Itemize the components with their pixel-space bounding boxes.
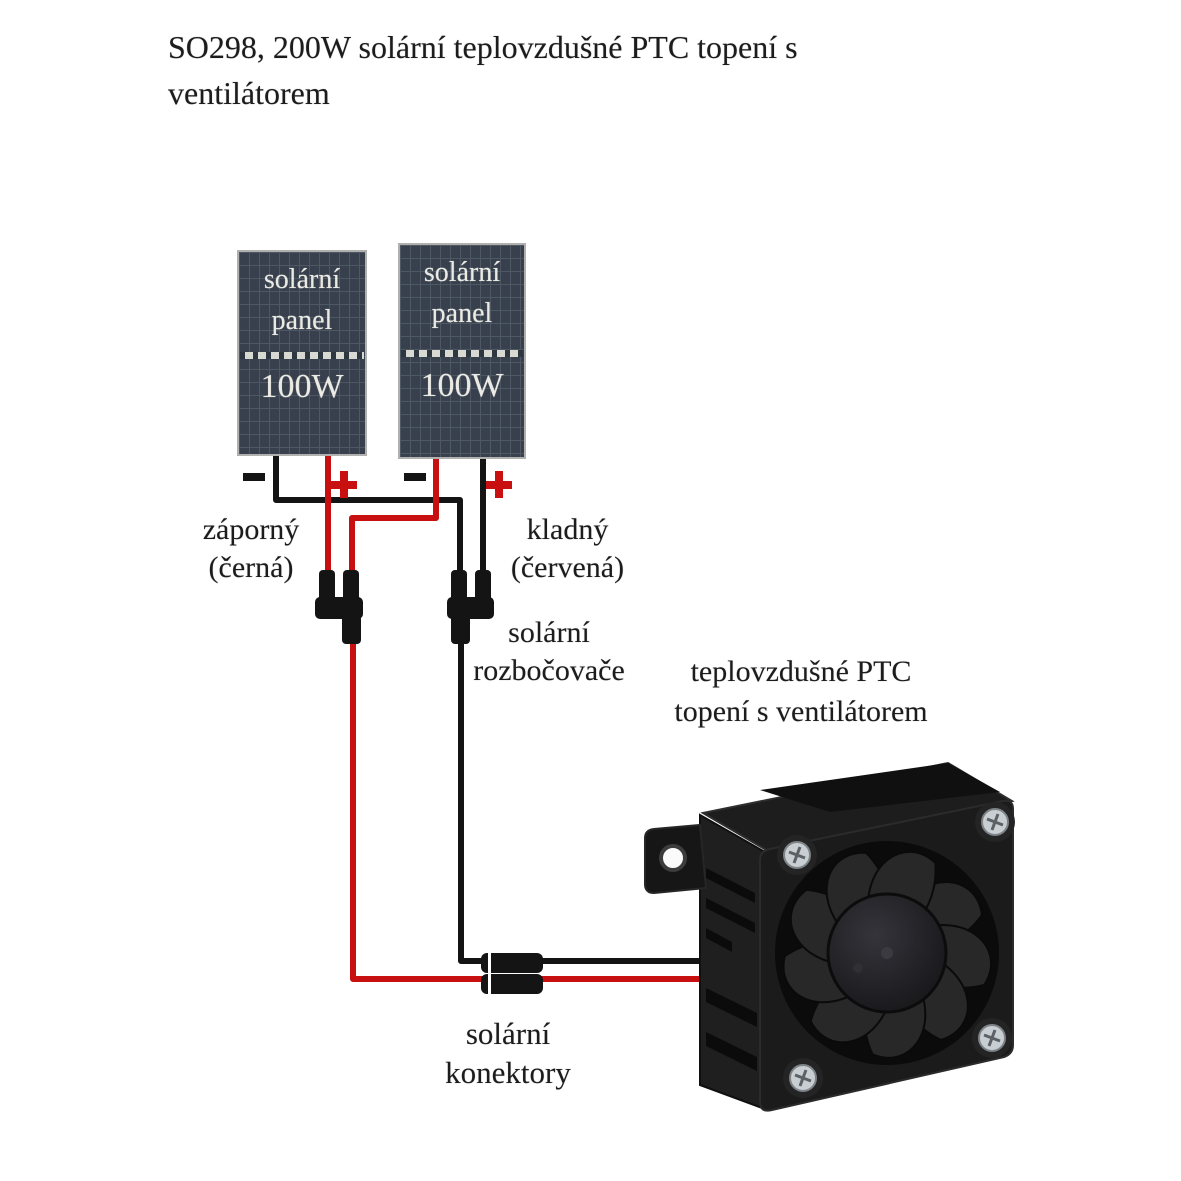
connector-red-joint	[488, 972, 491, 996]
main-negative-wire	[458, 640, 706, 964]
heater-label-line1: teplovzdušné PTC	[690, 655, 912, 688]
panel2-label-line1: solární	[423, 257, 501, 288]
vent-slot	[706, 868, 755, 903]
connector-red-body	[481, 974, 543, 994]
panel1-label-line2: panel	[271, 305, 333, 336]
connector-label: solární konektory	[408, 1014, 608, 1092]
vent-slot	[706, 988, 757, 1027]
connector-label-line2: konektory	[445, 1055, 571, 1090]
panel2-busbar	[401, 349, 523, 357]
page-title-line1: SO298, 200W solární teplovzdušné PTC top…	[168, 29, 798, 65]
splitter-left-inlet1	[319, 570, 335, 602]
panel1-label: solární panel	[239, 259, 365, 341]
splitter-right-outlet	[451, 615, 470, 644]
ptc-heater-fan	[644, 761, 1015, 1112]
panel2-label-line2: panel	[431, 298, 493, 329]
splitter-right-body	[447, 597, 494, 619]
heater-vents	[706, 868, 757, 1071]
panel1-label-line1: solární	[263, 264, 341, 295]
positive-wire-label-line2: (červená)	[510, 551, 625, 584]
connector-black-body	[481, 953, 543, 973]
panel2-plus-icon	[486, 471, 512, 498]
fan-hub-center	[881, 947, 893, 959]
splitter-left-outlet	[342, 615, 361, 644]
vent-slot	[706, 1032, 757, 1071]
vent-slot	[706, 928, 732, 952]
panel1-minus-icon	[243, 473, 265, 481]
main-positive-wire	[350, 640, 706, 982]
splitter-left-inlet2	[343, 570, 359, 602]
negative-wire-label-line1: záporný	[202, 513, 300, 546]
connector-label-line1: solární	[465, 1016, 551, 1051]
panel1-negative-wire	[273, 450, 463, 575]
bracket-hole	[659, 844, 687, 872]
panel1-plus-icon	[331, 471, 357, 498]
page-title-line2: ventilátorem	[168, 75, 330, 111]
screw-bottom-right	[972, 1018, 1012, 1058]
fan-hub-rivet	[853, 963, 863, 973]
splitter-label: solární rozbočovače	[449, 614, 649, 690]
splitter-left-body	[315, 597, 363, 619]
heater-label: teplovzdušné PTC topení s ventilátorem	[645, 652, 957, 732]
page-title: SO298, 200W solární teplovzdušné PTC top…	[168, 24, 1028, 116]
panel1-busbar	[240, 351, 364, 359]
positive-wire-label: kladný (červená)	[485, 511, 650, 587]
panel1-power: 100W	[260, 368, 344, 406]
negative-wire-label-line2: (černá)	[208, 551, 294, 584]
splitter-right-inlet2	[475, 570, 491, 602]
screw-top-right	[975, 802, 1015, 842]
panel2-red-wire	[349, 452, 439, 575]
positive-wire-label-line1: kladný	[526, 513, 609, 546]
screw-bottom-left	[783, 1058, 823, 1098]
negative-wire-label: záporný (černá)	[171, 511, 331, 587]
splitter-label-line2: rozbočovače	[473, 654, 625, 687]
heater-top-back	[760, 763, 1000, 812]
heater-label-line2: topení s ventilátorem	[674, 695, 928, 728]
solar-panel-1: solární panel 100W	[237, 250, 367, 456]
screw-top-left	[777, 835, 817, 875]
splitter-label-line1: solární	[508, 616, 590, 649]
panel2-power: 100W	[420, 366, 504, 404]
connector-black-joint	[488, 951, 491, 975]
fan-screws	[777, 802, 1015, 1098]
panel2-minus-icon	[404, 473, 426, 481]
solar-splitter-right	[447, 570, 494, 644]
solar-splitter-left	[315, 570, 363, 644]
solar-connector-black	[481, 951, 543, 975]
solar-panel-2: solární panel 100W	[398, 243, 526, 459]
vent-slot	[706, 898, 755, 933]
splitter-right-inlet1	[451, 570, 467, 602]
solar-connector-red	[481, 972, 543, 996]
panel2-label: solární panel	[400, 252, 524, 334]
